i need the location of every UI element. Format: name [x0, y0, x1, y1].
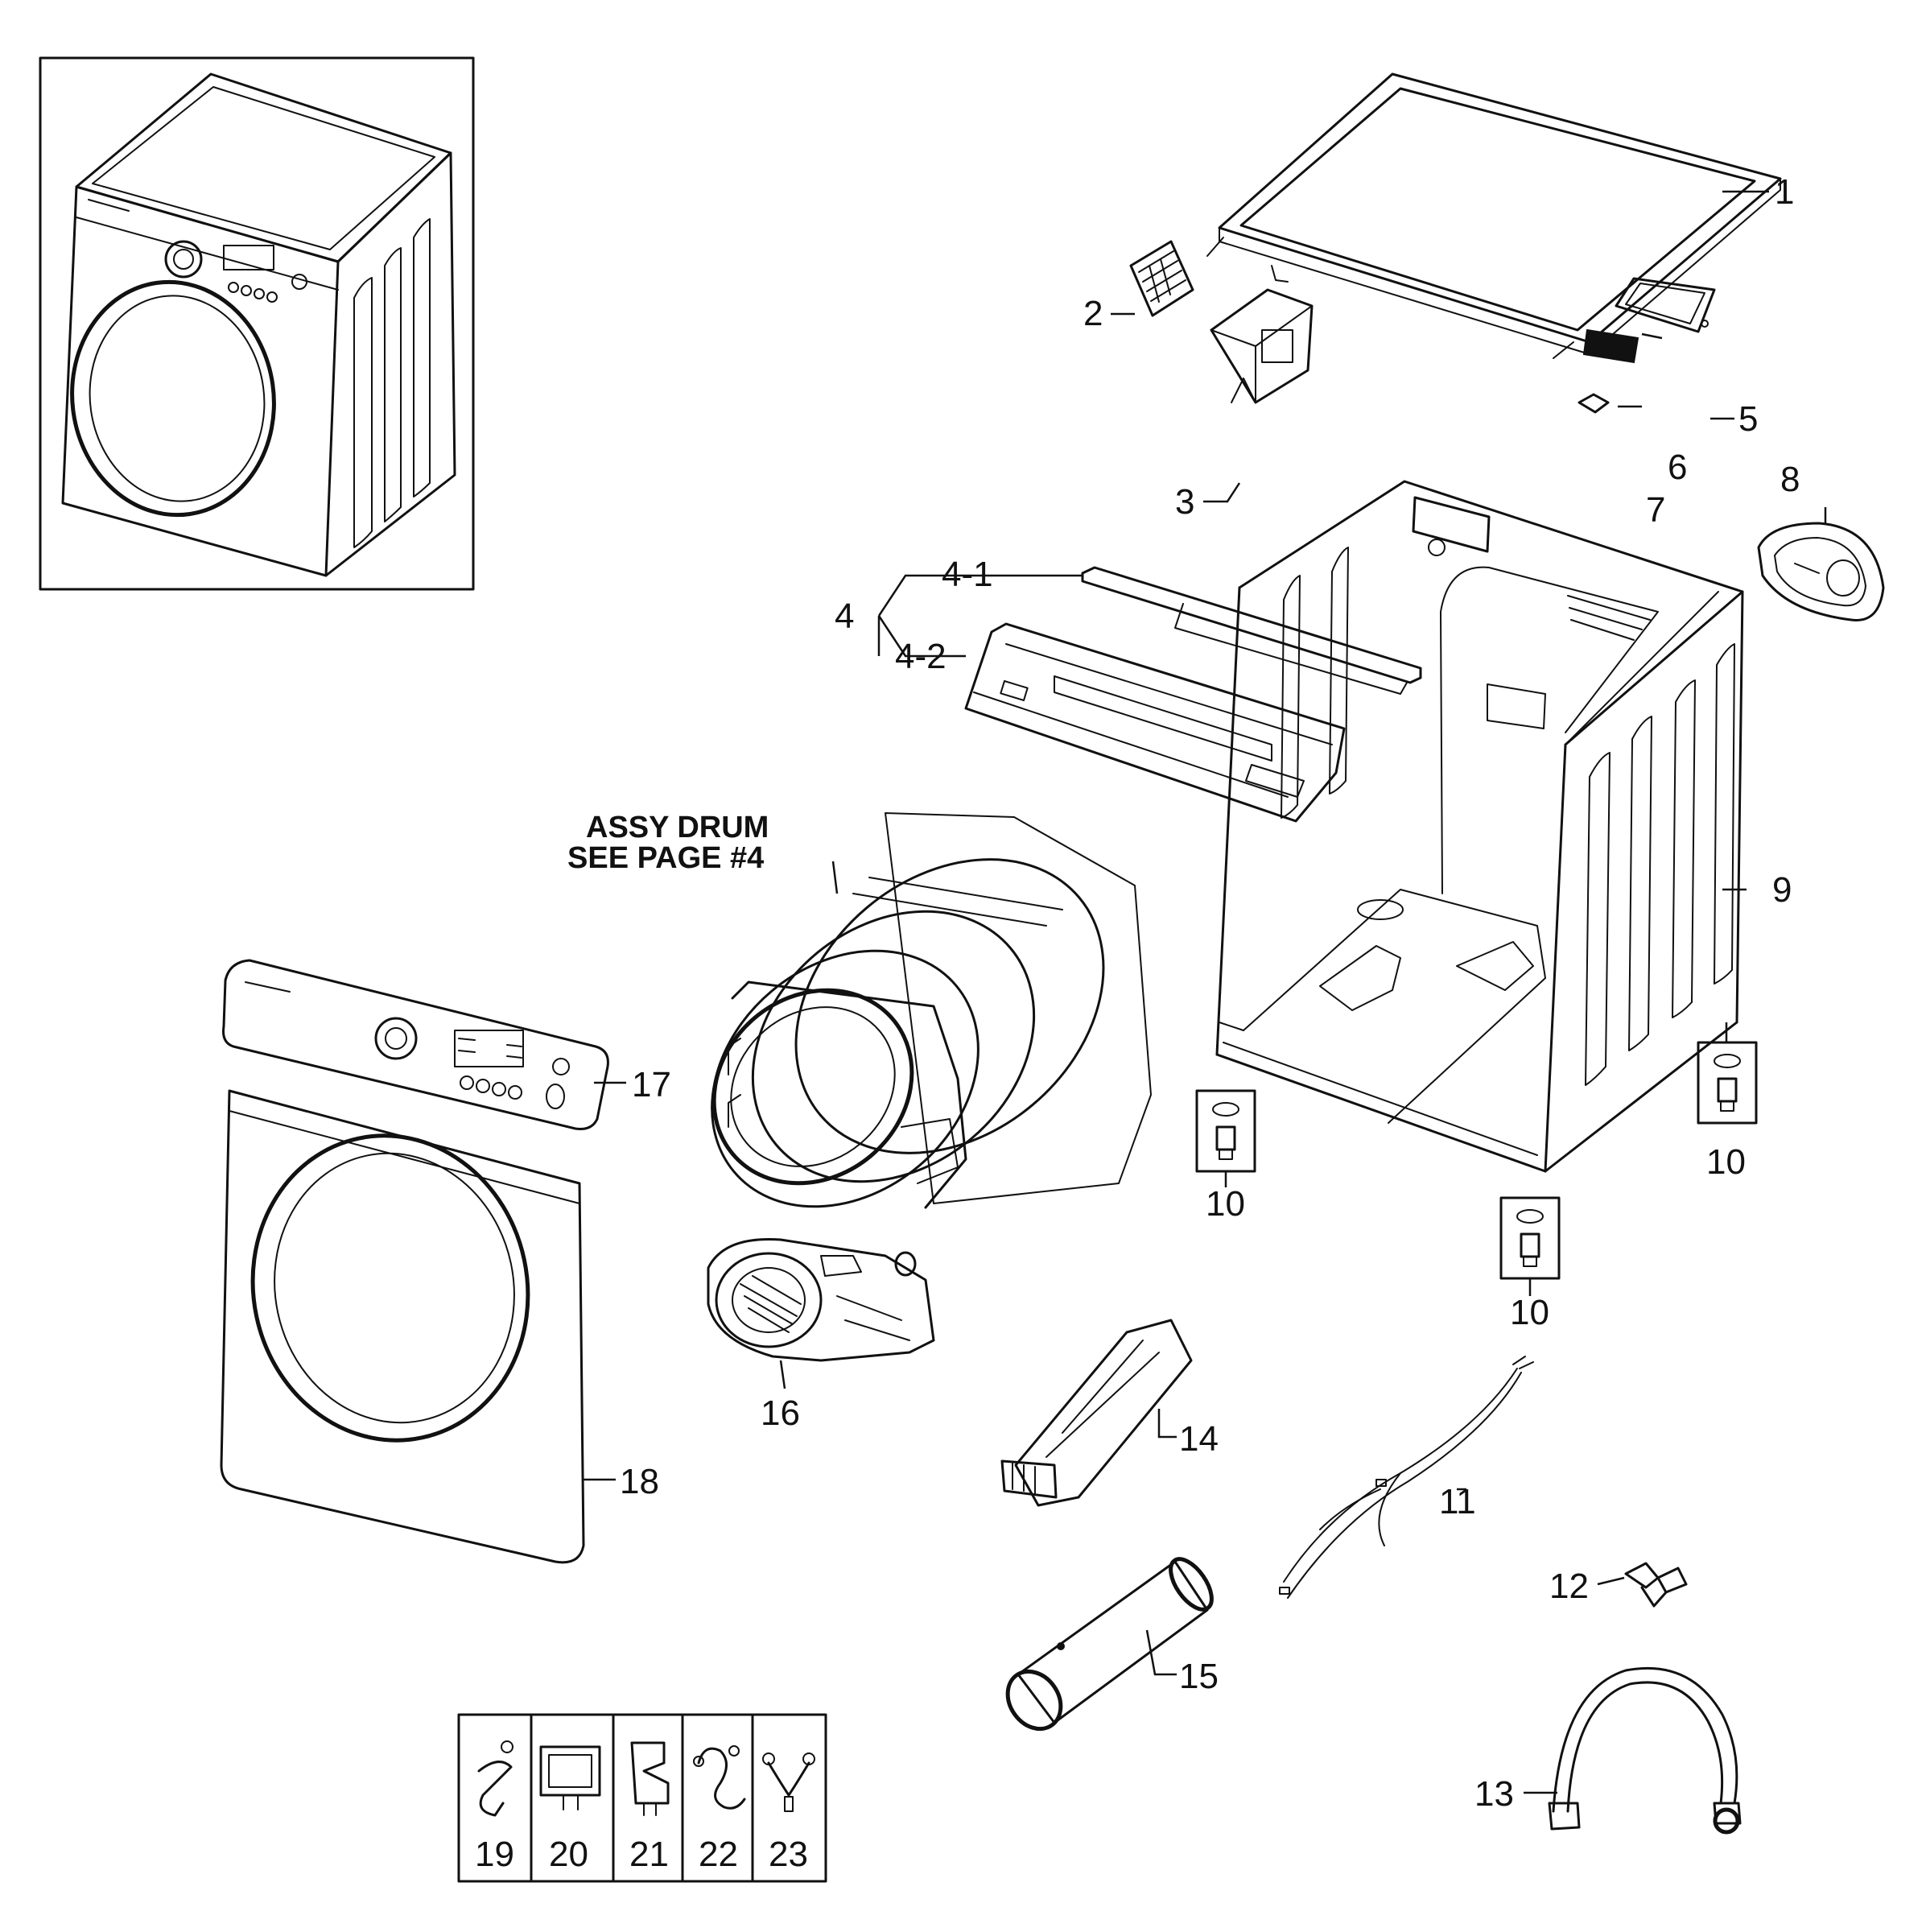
part-13-hose: [1548, 1666, 1742, 1835]
label-1: 1: [1775, 172, 1794, 212]
label-21: 21: [629, 1835, 669, 1874]
part-10-foot-right: [1697, 1041, 1758, 1125]
part-10-foot-bottom: [1499, 1196, 1561, 1280]
label-23: 23: [769, 1835, 808, 1874]
part-5-pcb: [1615, 277, 1716, 333]
label-7: 7: [1646, 490, 1665, 530]
part-12-y-connector: [1624, 1562, 1688, 1608]
label-16: 16: [761, 1393, 800, 1433]
label-14: 14: [1179, 1419, 1219, 1459]
label-10-bottom: 10: [1510, 1293, 1549, 1332]
part-9-cabinet: [1215, 480, 1744, 1173]
label-11: 11: [1439, 1482, 1476, 1521]
part-11-wire-harness: [1279, 1356, 1534, 1599]
drum-assembly: [711, 812, 1152, 1209]
drum-note-line1: ASSY DRUM: [586, 811, 769, 844]
part-3-bracket: [1210, 288, 1314, 404]
label-15: 15: [1179, 1657, 1219, 1696]
part-18-front-panel: [220, 1089, 585, 1564]
part-17-control-panel: [222, 959, 609, 1130]
label-20: 20: [549, 1835, 588, 1874]
label-10-right: 10: [1706, 1142, 1746, 1182]
label-19: 19: [475, 1835, 514, 1874]
leader-lines: [584, 190, 1827, 1794]
label-5: 5: [1738, 399, 1758, 439]
label-12: 12: [1549, 1567, 1589, 1606]
label-4-2: 4-2: [895, 637, 947, 676]
fasteners-box: [457, 1713, 827, 1883]
label-17: 17: [632, 1065, 671, 1104]
part-8-rear-cover: [1757, 522, 1885, 621]
label-22: 22: [699, 1835, 738, 1874]
part-number-labels: 1 2 3 4 4-1 4-2 5 6 7 8 9 10 10 10 11 12…: [475, 172, 1800, 1874]
part-2-filter: [1129, 240, 1194, 317]
part-6-connector: [1582, 328, 1639, 364]
part-7-clip: [1578, 393, 1610, 414]
label-18: 18: [620, 1462, 659, 1501]
label-6: 6: [1668, 448, 1687, 487]
part-15-duct: [1005, 1557, 1214, 1732]
label-2: 2: [1083, 294, 1103, 333]
label-13: 13: [1474, 1774, 1514, 1814]
part-14-heater: [1000, 1319, 1193, 1507]
label-3: 3: [1175, 482, 1194, 522]
label-8: 8: [1780, 460, 1800, 499]
drum-note-line2: SEE PAGE #4: [567, 841, 764, 875]
part-16-blower-housing: [707, 1237, 935, 1362]
part-4-1-top-rail: [1081, 566, 1422, 695]
label-4: 4: [835, 597, 854, 636]
part-10-foot-left: [1195, 1089, 1256, 1173]
label-10-left: 10: [1206, 1184, 1245, 1224]
part-4-2-front-frame: [964, 622, 1346, 823]
label-4-1: 4-1: [942, 555, 993, 594]
assembled-dryer-inset: [39, 56, 475, 591]
label-9: 9: [1772, 870, 1792, 910]
